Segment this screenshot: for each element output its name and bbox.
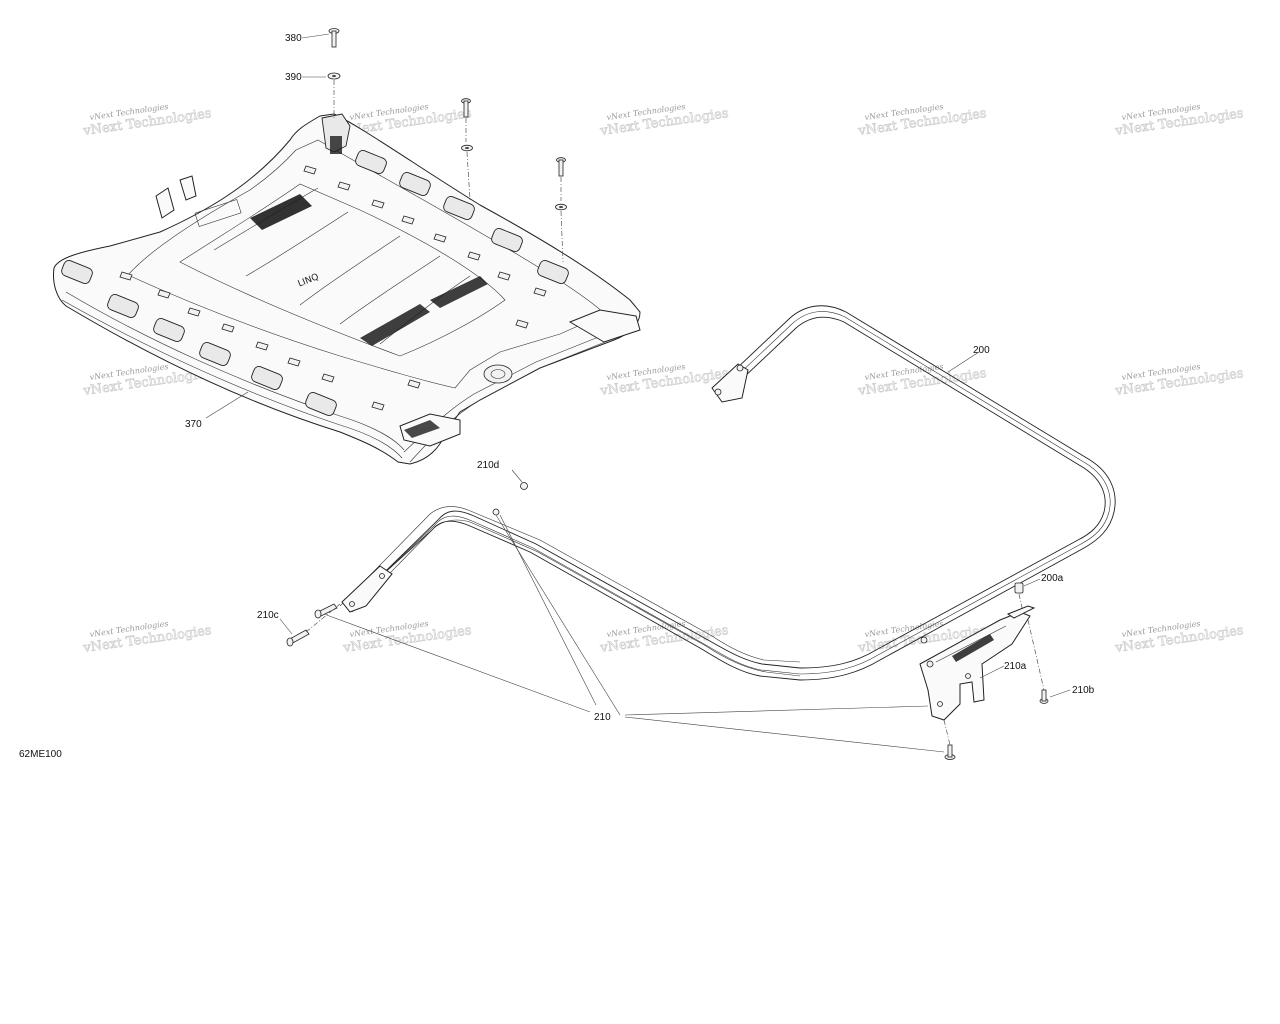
callout-370: 370 — [185, 419, 202, 430]
callout-210b: 210b — [1072, 685, 1095, 696]
watermark: vNext Technologies vNext Technologies — [598, 102, 730, 139]
watermark: vNext Technologies vNext Technologies — [341, 619, 473, 656]
leader-lines — [205, 33, 1071, 753]
bracket-210a[interactable] — [919, 611, 1031, 721]
callout-200a: 200a — [1041, 573, 1064, 584]
bolt-210c[interactable] — [286, 629, 310, 647]
callout-210a: 210a — [1004, 661, 1027, 672]
pocket-row-front — [61, 260, 337, 416]
callout-210c: 210c — [257, 610, 279, 621]
roll-bar-200[interactable] — [339, 305, 1116, 681]
strap-200a[interactable] — [1006, 605, 1036, 619]
bolt-210-front[interactable] — [314, 603, 338, 619]
tie-down-anchors — [119, 165, 547, 411]
watermark: vNext Technologies vNext Technologies — [598, 362, 730, 399]
bolt-380[interactable] — [328, 28, 340, 48]
nut-210[interactable] — [920, 636, 928, 644]
watermark: vNext Technologies vNext Technologies — [1113, 102, 1245, 139]
callout-210d: 210d — [477, 460, 499, 471]
pocket-row-rear — [355, 150, 569, 284]
watermark: vNext Technologies vNext Technologies — [856, 102, 988, 139]
watermark: vNext Technologies vNext Technologies — [81, 619, 213, 656]
callout-200: 200 — [973, 345, 990, 356]
diagram-code: 62ME100 — [19, 749, 62, 760]
callout-390: 390 — [285, 72, 302, 83]
cargo-rack-370[interactable]: LINQ — [53, 113, 641, 465]
watermark: vNext Technologies vNext Technologies — [1113, 362, 1245, 399]
watermark: vNext Technologies vNext Technologies — [856, 362, 988, 399]
bolt-210b[interactable] — [1039, 689, 1049, 704]
callout-210: 210 — [594, 712, 611, 723]
nut-210d[interactable] — [520, 482, 528, 490]
bolt-rack-middle[interactable] — [461, 98, 473, 201]
washer-210[interactable] — [492, 508, 500, 516]
callout-380: 380 — [285, 33, 302, 44]
bolt-rack-right[interactable] — [555, 157, 567, 263]
watermark: vNext Technologies vNext Technologies — [1113, 619, 1245, 656]
washer-390[interactable] — [327, 72, 341, 80]
bolt-210-lower[interactable] — [943, 719, 956, 760]
watermark: vNext Technologies vNext Technologies — [81, 102, 213, 139]
nut-200a[interactable] — [1014, 582, 1024, 613]
